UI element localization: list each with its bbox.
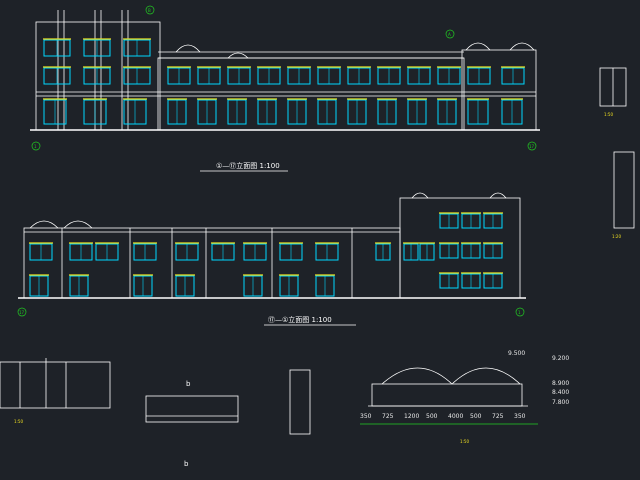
rear-dome [411, 192, 429, 199]
elevation-mark-3: 8.400 [552, 389, 569, 396]
axis-circle [527, 141, 537, 151]
rear-elevation-title: ⑰—①立面图 1:100 [268, 315, 332, 324]
rear-windows [29, 212, 503, 297]
dimension-row: 350 725 1200 500 4000 500 725 350 [360, 413, 538, 425]
axis-label-top-a: A [448, 32, 451, 37]
dimension-label: 725 [382, 413, 394, 420]
dimension-label: 4000 [448, 413, 463, 420]
axis-label-front-right: 17 [529, 144, 535, 149]
detail-a-frame [0, 361, 111, 409]
front-windows [43, 38, 525, 125]
far-detail-title: 1:20 [612, 234, 621, 239]
rear-dome [489, 192, 507, 199]
front-dome [465, 42, 491, 51]
dimension-label: 725 [492, 413, 504, 420]
axis-label-rear-right: 1 [518, 310, 521, 315]
dimension-label: 350 [360, 413, 372, 420]
detail-b-title: b [186, 380, 191, 388]
axis-circle [445, 29, 455, 39]
axis-circle [31, 141, 41, 151]
dimension-label: 500 [470, 413, 482, 420]
detail-4-dome [381, 367, 453, 385]
axis-circle [17, 307, 27, 317]
front-dome [227, 52, 249, 59]
side-detail-title: 1:50 [604, 112, 613, 117]
front-elevation-title: ①—⑰立面图 1:100 [216, 161, 280, 170]
top-level-mark: 9.500 [508, 350, 525, 357]
detail-4-dome [451, 367, 521, 385]
far-section [613, 151, 635, 229]
column-detail [289, 369, 311, 435]
elevation-mark-4: 7.800 [552, 399, 569, 406]
dimension-label: 500 [426, 413, 438, 420]
detail-4-base [371, 383, 523, 407]
axis-label-rear-left: 17 [19, 310, 25, 315]
axis-circle [515, 307, 525, 317]
detail-b-frame [145, 395, 239, 423]
axis-circle [145, 5, 155, 15]
axis-label-top-b: B [148, 8, 151, 13]
dimension-label: 350 [514, 413, 526, 420]
rear-dome [63, 220, 93, 229]
dimension-label: 1200 [404, 413, 419, 420]
elevation-mark-2: 8.900 [552, 380, 569, 387]
front-elevation [30, 10, 540, 131]
elevation-mark-1: 9.200 [552, 355, 569, 362]
axis-label-front-left: 1 [34, 144, 37, 149]
front-dome [509, 42, 535, 51]
rear-dome [29, 220, 59, 229]
detail-b-bottom-label: b [184, 460, 189, 468]
detail-drawings [0, 67, 635, 435]
front-dome [175, 44, 201, 53]
rear-elevation [18, 192, 526, 299]
detail-a-title: 1:50 [14, 419, 23, 424]
detail-4-title: 1:50 [460, 439, 469, 444]
axis-marks [17, 5, 537, 317]
